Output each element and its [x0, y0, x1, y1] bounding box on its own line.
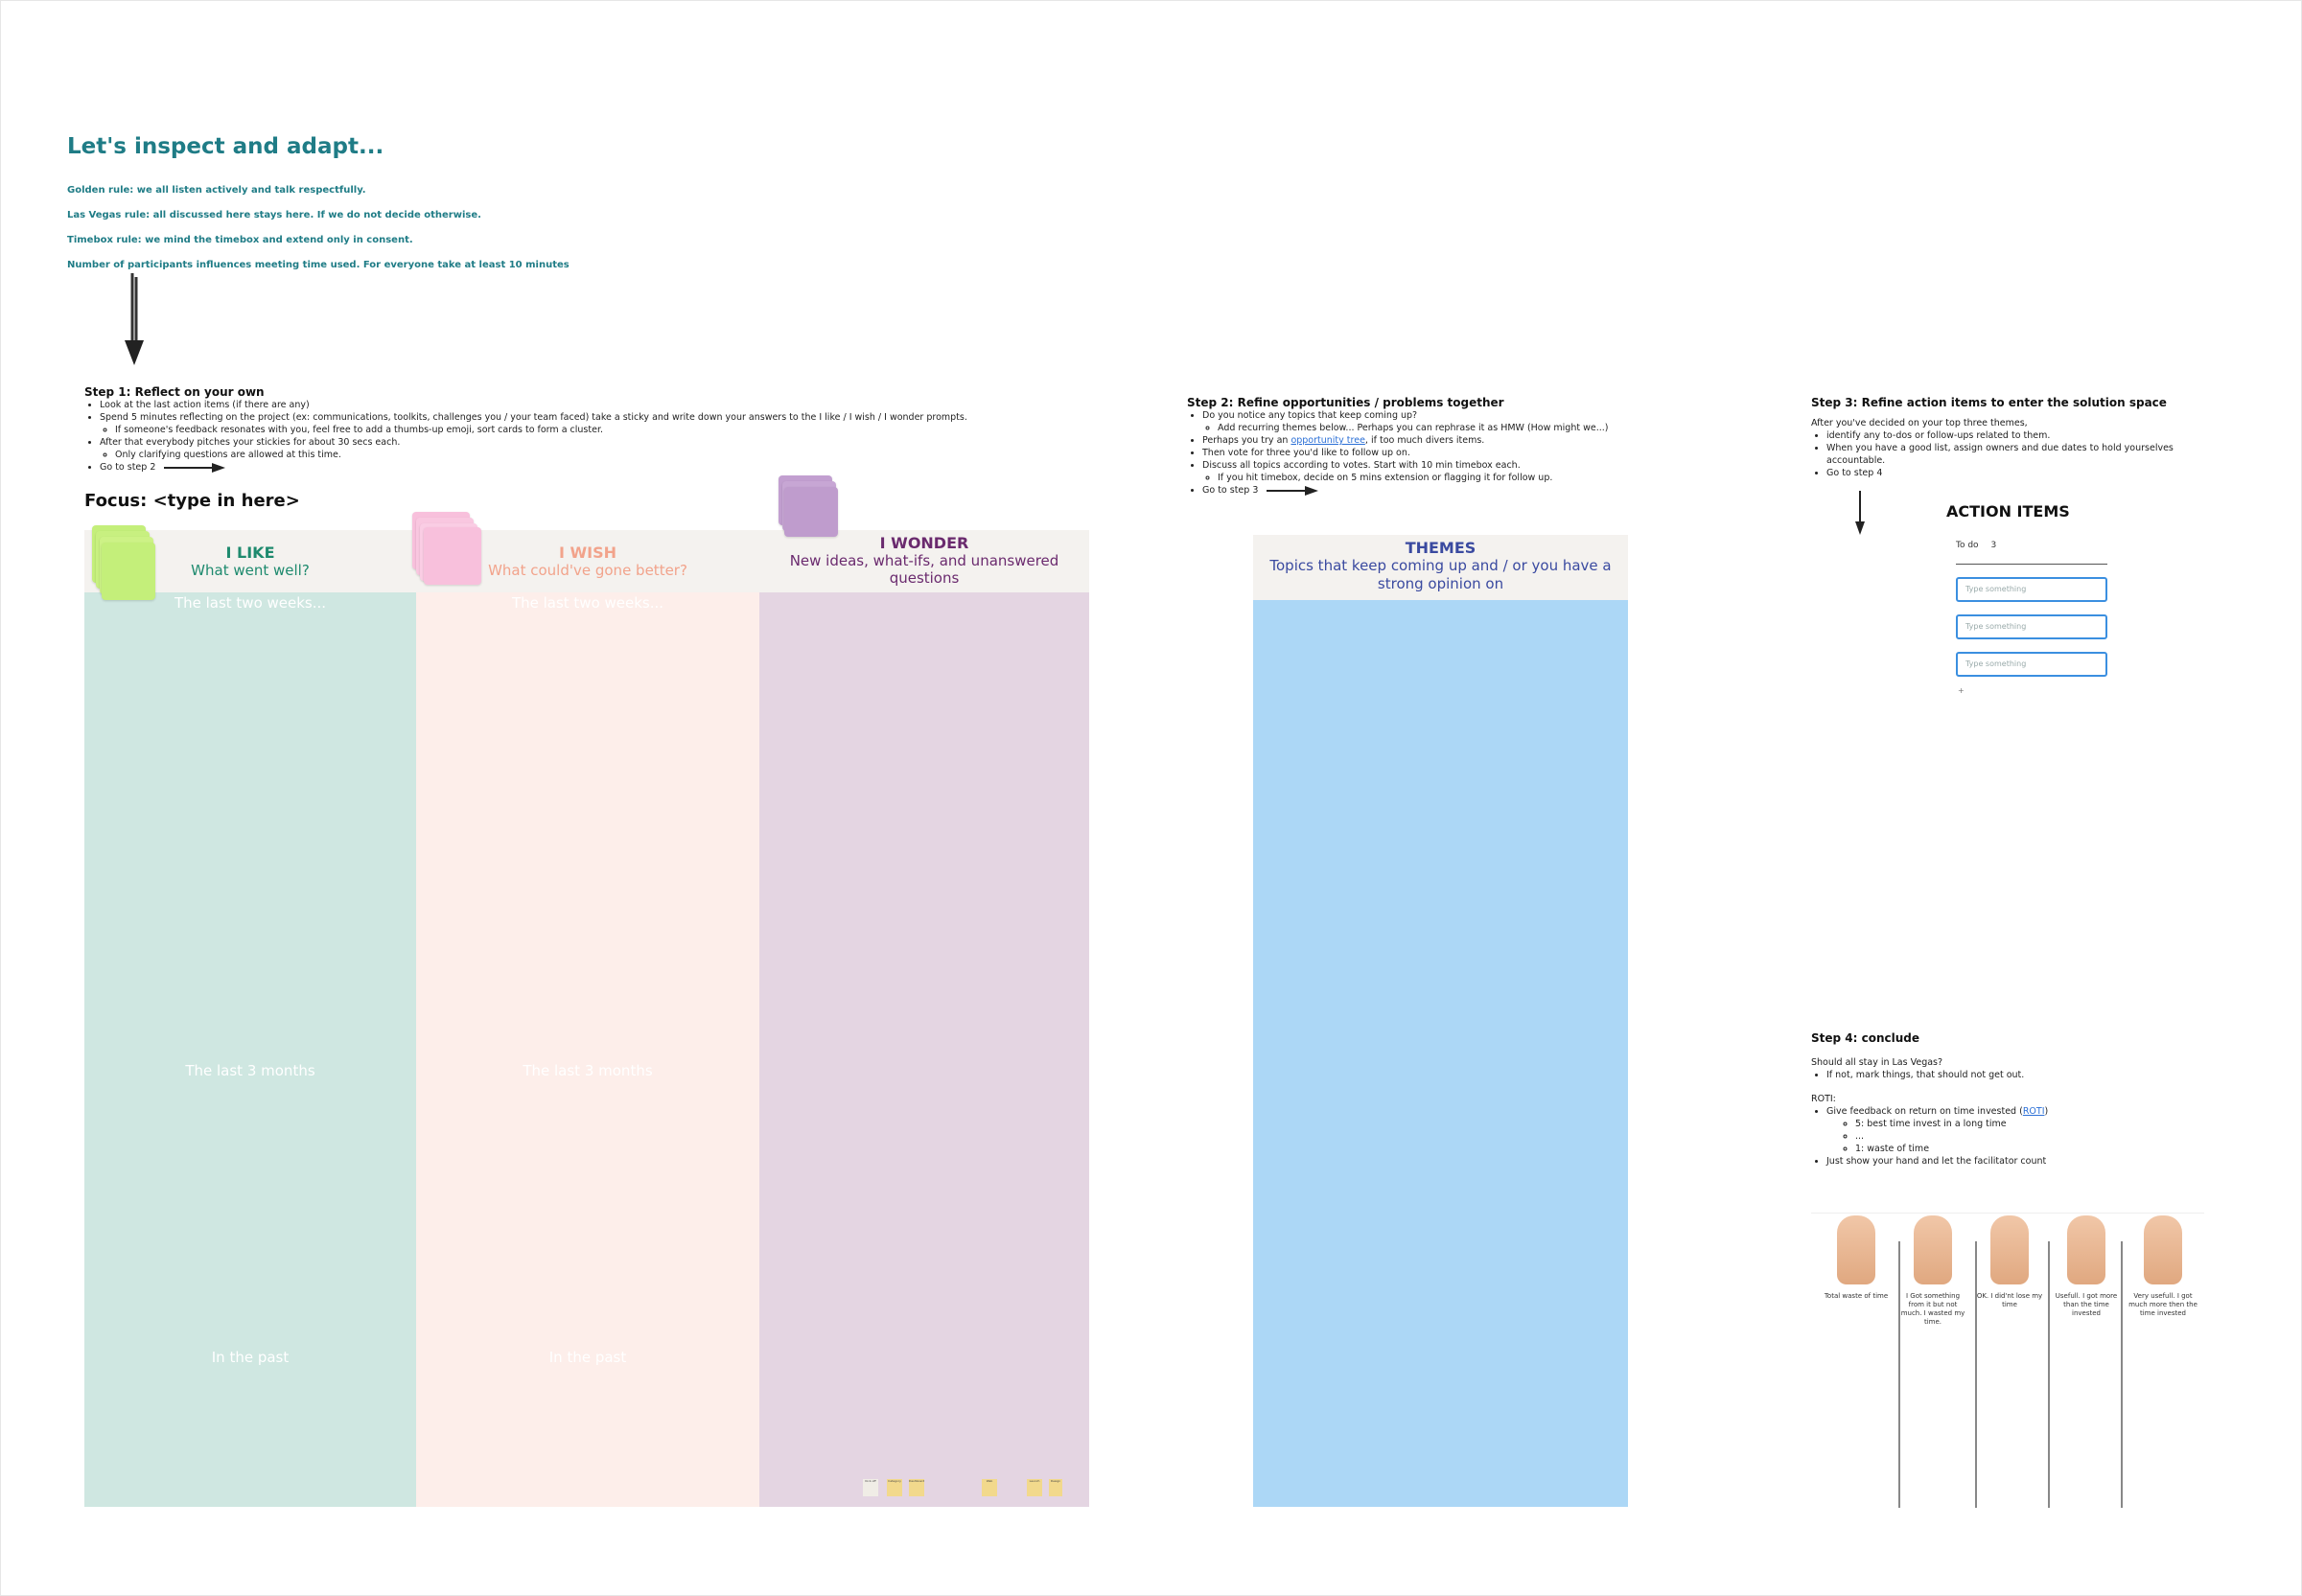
roti-hand-1: Total waste of time — [1822, 1215, 1891, 1301]
list-item: 1: waste of time — [1855, 1143, 2195, 1155]
mini-note[interactable]: Kick-off — [863, 1479, 878, 1496]
column-like[interactable] — [84, 592, 417, 1507]
list-item: identify any to-dos or follow-ups relate… — [1826, 429, 2214, 442]
list-item: After that everybody pitches your sticki… — [100, 436, 1091, 461]
roti-hand-4: Usefull. I got more than the time invest… — [2052, 1215, 2121, 1318]
sticky-stack-pink[interactable] — [412, 512, 489, 589]
action-item-input[interactable]: Type something — [1956, 577, 2107, 602]
add-item-button[interactable]: + — [1958, 686, 1965, 695]
step4-section: Step 4: conclude Should all stay in Las … — [1811, 1031, 2195, 1168]
mini-note[interactable]: Dashboard — [909, 1479, 924, 1496]
list-item: Do you notice any topics that keep comin… — [1202, 409, 1686, 434]
list-item: Discuss all topics according to votes. S… — [1202, 459, 1686, 484]
roti-hand-5: Very usefull. I got much more then the t… — [2128, 1215, 2197, 1318]
list-item: Look at the last action items (if there … — [100, 399, 1091, 411]
list-item: Give feedback on return on time invested… — [1826, 1105, 2195, 1155]
step4-title: Step 4: conclude — [1811, 1031, 1920, 1045]
themes-column[interactable] — [1253, 600, 1628, 1507]
sticky-stack-green[interactable] — [92, 525, 159, 602]
list-item: When you have a good list, assign owners… — [1826, 442, 2214, 467]
down-arrow-icon — [1855, 491, 1865, 535]
period-label: The last 3 months — [523, 1062, 653, 1079]
list-item: Then vote for three you'd like to follow… — [1202, 447, 1686, 459]
action-item-input[interactable]: Type something — [1956, 652, 2107, 677]
column-wonder[interactable] — [759, 592, 1089, 1507]
las-vegas-rule: Las Vegas rule: all discussed here stays… — [67, 210, 481, 220]
todo-count: 3 — [1990, 541, 1997, 550]
period-label: The last two weeks... — [174, 594, 327, 612]
period-label: In the past — [548, 1349, 627, 1366]
period-label: The last 3 months — [185, 1062, 315, 1079]
down-arrow-icon — [125, 273, 144, 365]
list-item: Only clarifying questions are allowed at… — [115, 449, 1091, 461]
mini-note[interactable]: Web — [982, 1479, 997, 1496]
hand-five-icon — [2144, 1215, 2182, 1284]
hand-one-icon — [1837, 1215, 1875, 1284]
step1-section: Step 1: Reflect on your own Look at the … — [84, 385, 1091, 474]
column-wish[interactable] — [416, 592, 760, 1507]
step3-intro: After you've decided on your top three t… — [1811, 418, 2028, 428]
step1-list: Look at the last action items (if there … — [84, 399, 1091, 474]
step2-section: Step 2: Refine opportunities / problems … — [1187, 396, 1686, 497]
list-item: If not, mark things, that should not get… — [1826, 1069, 2195, 1081]
roti-divider — [2121, 1241, 2123, 1508]
right-arrow-icon — [1267, 485, 1319, 496]
golden-rule: Golden rule: we all listen actively and … — [67, 185, 366, 196]
list-item: Perhaps you try an opportunity tree, if … — [1202, 434, 1686, 447]
todo-header: To do 3 — [1956, 541, 2107, 565]
step3-title: Step 3: Refine action items to enter the… — [1811, 396, 2167, 409]
step4-list-a: If not, mark things, that should not get… — [1811, 1069, 2195, 1081]
mini-note[interactable]: Category — [887, 1479, 902, 1496]
list-item: Go to step 4 — [1826, 467, 2214, 479]
list-item: Go to step 2 — [100, 461, 1091, 474]
list-item: If you hit timebox, decide on 5 mins ext… — [1218, 472, 1686, 484]
list-item: Go to step 3 — [1202, 484, 1686, 497]
hand-two-icon — [1914, 1215, 1952, 1284]
board-title: Let's inspect and adapt... — [67, 134, 384, 159]
hand-three-icon — [1990, 1215, 2029, 1284]
list-item: Add recurring themes below... Perhaps yo… — [1218, 422, 1686, 434]
step2-title: Step 2: Refine opportunities / problems … — [1187, 396, 1504, 409]
timebox-rule: Timebox rule: we mind the timebox and ex… — [67, 235, 413, 245]
roti-label: ROTI: — [1811, 1094, 1836, 1104]
step4-question: Should all stay in Las Vegas? — [1811, 1057, 1943, 1068]
columns-header-bg — [84, 530, 1089, 592]
list-item: Spend 5 minutes reflecting on the projec… — [100, 411, 1091, 436]
step3-list: identify any to-dos or follow-ups relate… — [1811, 429, 2214, 479]
column-header-like: I LIKE What went well? — [191, 544, 310, 579]
roti-hand-3: OK. I did'nt lose my time — [1975, 1215, 2044, 1309]
roti-divider — [1975, 1241, 1977, 1508]
mini-note[interactable]: Design — [1049, 1479, 1062, 1496]
list-item: If someone's feedback resonates with you… — [115, 424, 1091, 436]
list-item: ... — [1855, 1130, 2195, 1143]
roti-link[interactable]: ROTI — [2022, 1106, 2045, 1117]
roti-hand-2: I Got something from it but not much. I … — [1898, 1215, 1967, 1327]
hand-four-icon — [2067, 1215, 2105, 1284]
period-label: In the past — [211, 1349, 290, 1366]
period-label: The last two weeks... — [511, 594, 664, 612]
column-header-wonder: I WONDER New ideas, what-ifs, and unansw… — [789, 534, 1059, 587]
column-header-wish: I WISH What could've gone better? — [488, 544, 687, 579]
roti-divider — [2048, 1241, 2050, 1508]
action-item-input[interactable]: Type something — [1956, 614, 2107, 639]
mini-note[interactable]: Launch — [1027, 1479, 1042, 1496]
step1-title: Step 1: Reflect on your own — [84, 385, 265, 399]
sticky-stack-purple[interactable] — [779, 475, 846, 543]
todo-label: To do — [1956, 541, 1979, 550]
list-item: 5: best time invest in a long time — [1855, 1118, 2195, 1130]
roti-divider — [1898, 1241, 1900, 1508]
step2-list: Do you notice any topics that keep comin… — [1187, 409, 1686, 497]
themes-header: THEMES Topics that keep coming up and / … — [1253, 535, 1628, 600]
focus-field[interactable]: Focus: <type in here> — [84, 491, 300, 511]
list-item: Just show your hand and let the facilita… — [1826, 1155, 2195, 1168]
step3-section: Step 3: Refine action items to enter the… — [1811, 396, 2214, 479]
action-items-title: ACTION ITEMS — [1946, 502, 2070, 520]
right-arrow-icon — [164, 462, 226, 473]
opportunity-tree-link[interactable]: opportunity tree — [1291, 435, 1365, 446]
step4-list-b: Give feedback on return on time invested… — [1811, 1105, 2195, 1168]
participants-rule: Number of participants influences meetin… — [67, 260, 570, 270]
